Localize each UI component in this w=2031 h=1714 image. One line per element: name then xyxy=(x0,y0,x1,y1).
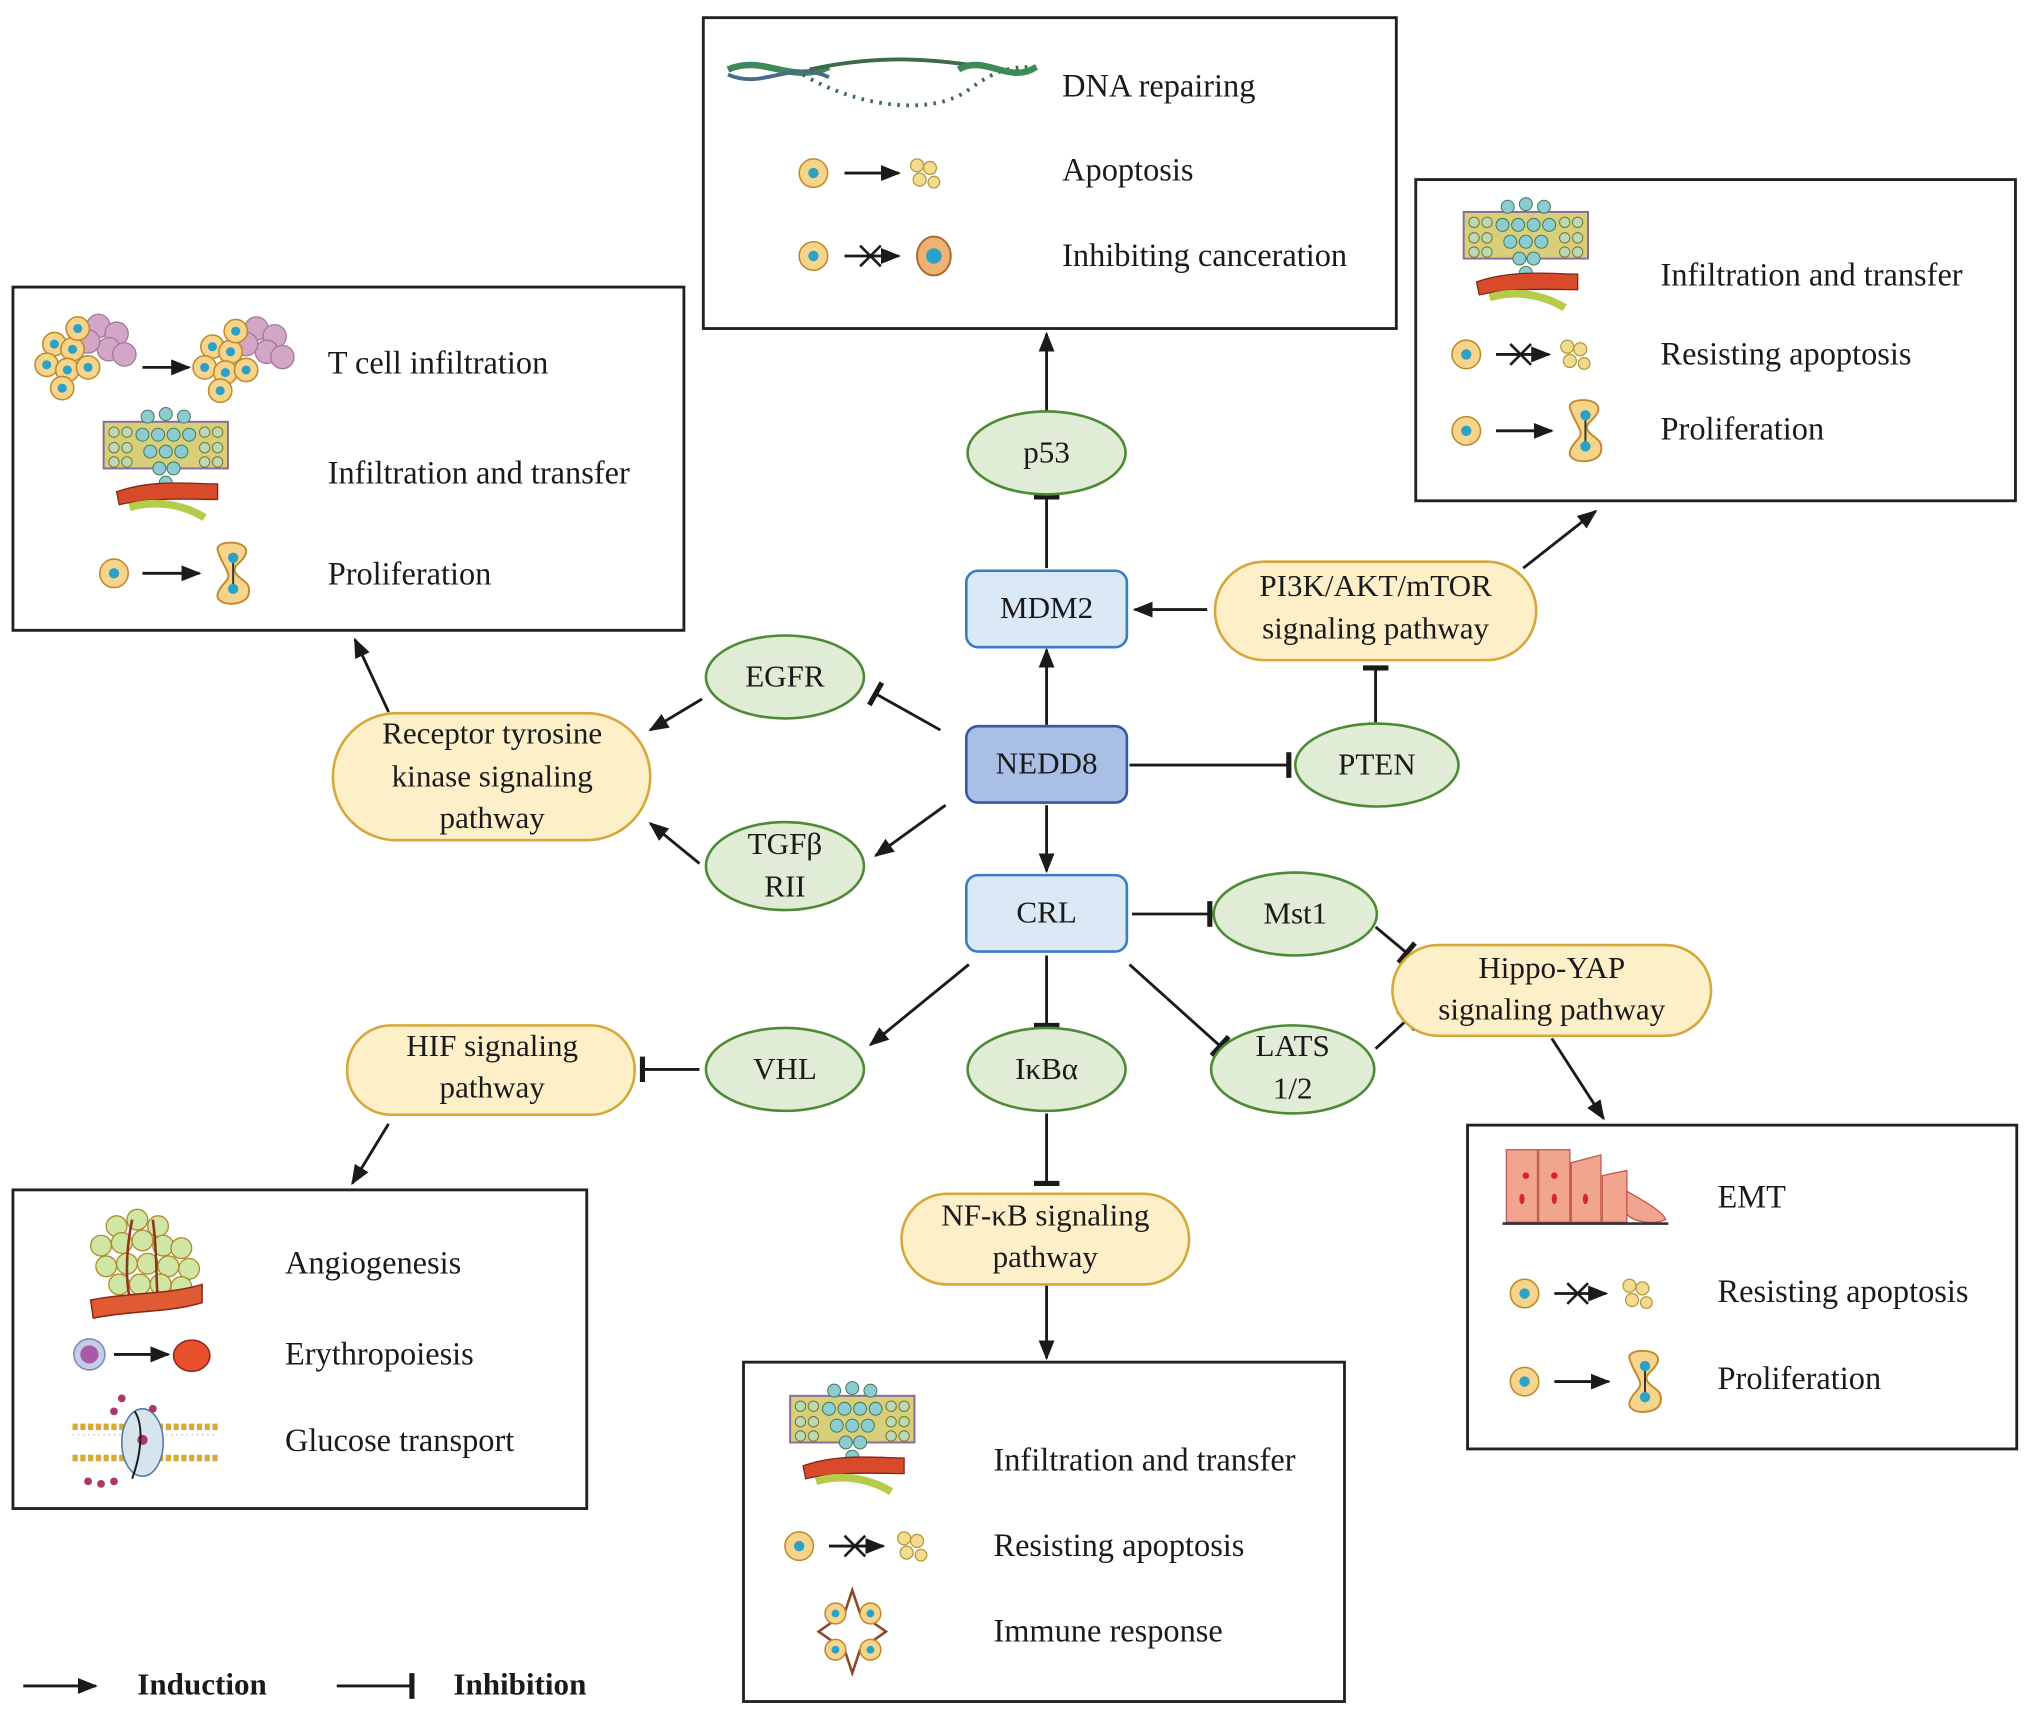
node-rtk-pathway: Receptor tyrosine kinase signaling pathw… xyxy=(331,711,652,842)
node-lats12: LATS 1/2 xyxy=(1209,1024,1376,1115)
node-mst1: Mst1 xyxy=(1212,871,1379,957)
node-hif-label-line2: pathway xyxy=(440,1069,546,1104)
edge-hif-box xyxy=(351,1123,390,1186)
node-nedd8-label: NEDD8 xyxy=(996,745,1098,780)
inhibit-canceration-icon xyxy=(798,235,952,277)
node-nfkb-label-line2: pathway xyxy=(993,1239,1099,1274)
node-crl-label: CRL xyxy=(1016,894,1076,929)
effect-label: EMT xyxy=(1718,1180,1787,1216)
node-p53: p53 xyxy=(966,410,1127,496)
effect-label: Infiltration and transfer xyxy=(328,456,630,492)
node-tgfbrii-label-line2: RII xyxy=(764,869,805,904)
edge-pi3k-box xyxy=(1522,509,1598,570)
node-egfr: EGFR xyxy=(704,634,866,720)
effect-label: Proliferation xyxy=(1661,412,1825,448)
node-mdm2: MDM2 xyxy=(964,569,1129,649)
effects-box-pi3k: Infiltration and transfer Resisting apop… xyxy=(1414,178,2017,503)
angiogenesis-icon xyxy=(89,1208,203,1320)
effect-label: T cell infiltration xyxy=(328,346,549,382)
edge-mst1-hippo xyxy=(1374,925,1417,965)
node-vhl: VHL xyxy=(704,1026,866,1113)
effect-label: Infiltration and transfer xyxy=(1661,257,1963,293)
effect-label: Immune response xyxy=(993,1614,1222,1650)
node-hif-pathway: HIF signaling pathway xyxy=(345,1024,636,1117)
node-vhl-label: VHL xyxy=(753,1051,817,1086)
node-rtk-label-line2: kinase signaling xyxy=(392,758,593,793)
edge-nedd8-tgfb xyxy=(873,804,947,857)
node-lats12-label-line1: LATS xyxy=(1256,1028,1330,1063)
erythropoiesis-icon xyxy=(73,1338,211,1373)
resist-apoptosis-icon xyxy=(1451,339,1591,370)
proliferation-icon xyxy=(1509,1349,1662,1413)
node-egfr-label: EGFR xyxy=(745,659,825,694)
node-mst1-label: Mst1 xyxy=(1263,896,1327,931)
immune-response-icon xyxy=(816,1586,889,1678)
node-tgfbrii-label-line1: TGFβ xyxy=(748,826,823,861)
effect-label: Apoptosis xyxy=(1062,153,1193,189)
edge-egfr-rtk xyxy=(648,697,703,732)
effect-label: Proliferation xyxy=(1718,1361,1882,1397)
node-nedd8: NEDD8 xyxy=(964,724,1129,804)
legend: Induction Inhibition xyxy=(23,1666,586,1701)
effect-label: Resisting apoptosis xyxy=(1718,1274,1969,1310)
effect-label: Erythropoiesis xyxy=(285,1336,474,1372)
edge-rtk-box xyxy=(353,637,390,713)
glucose-transport-icon xyxy=(72,1394,218,1488)
effects-box-hif: Angiogenesis Erythropoiesis Glucose tran… xyxy=(11,1188,589,1510)
effects-box-rtk: T cell infiltration Infiltration and tra… xyxy=(11,285,686,632)
emt-icon xyxy=(1502,1149,1669,1225)
effect-label: Inhibiting canceration xyxy=(1062,238,1347,274)
effect-label: DNA repairing xyxy=(1062,68,1255,104)
effect-label: Infiltration and transfer xyxy=(993,1443,1295,1479)
node-pi3k-label-line1: PI3K/AKT/mTOR xyxy=(1259,568,1492,603)
legend-inhibition-label: Inhibition xyxy=(453,1666,586,1701)
node-ikba-label: IκBα xyxy=(1015,1051,1078,1086)
edge-crl-vhl xyxy=(868,963,970,1047)
node-mdm2-label: MDM2 xyxy=(1000,590,1093,625)
edge-crl-lats xyxy=(1128,963,1231,1058)
node-hippo-label-line2: signaling pathway xyxy=(1438,992,1665,1027)
node-hif-label-line1: HIF signaling xyxy=(406,1028,578,1063)
edge-nedd8-egfr xyxy=(867,681,942,732)
node-pten-label: PTEN xyxy=(1338,747,1416,782)
node-pten: PTEN xyxy=(1293,722,1460,808)
node-crl: CRL xyxy=(964,873,1129,953)
connectors xyxy=(351,331,1605,1361)
node-pi3k-pathway: PI3K/AKT/mTOR signaling pathway xyxy=(1213,560,1538,662)
node-rtk-label-line3: pathway xyxy=(440,800,546,835)
node-nfkb-label-line1: NF-κB signaling xyxy=(941,1198,1149,1233)
proliferation-icon xyxy=(1451,399,1603,463)
node-nfkb-pathway: NF-κB signaling pathway xyxy=(900,1192,1191,1286)
effects-box-hippo: EMT Resisting apoptosis Proliferation xyxy=(1466,1123,2019,1451)
effect-label: Resisting apoptosis xyxy=(1661,336,1912,372)
edge-lats-hippo xyxy=(1374,1009,1418,1050)
node-hippo-label-line1: Hippo-YAP xyxy=(1478,950,1625,985)
edge-tgfb-rtk xyxy=(648,822,701,865)
dna-repair-icon xyxy=(726,57,1039,108)
effects-box-p53: DNA repairing Apoptosis Inhibiting cance… xyxy=(701,16,1398,330)
effect-label: Glucose transport xyxy=(285,1423,514,1459)
effects-box-nfkb: Infiltration and transfer Resisting apop… xyxy=(742,1360,1346,1703)
node-pi3k-label-line2: signaling pathway xyxy=(1262,611,1489,646)
proliferation-icon xyxy=(98,541,251,605)
apoptosis-icon xyxy=(798,158,941,189)
effect-label: Angiogenesis xyxy=(285,1246,461,1282)
node-tgfbrii: TGFβ RII xyxy=(704,820,866,912)
resist-apoptosis-icon xyxy=(784,1531,928,1562)
t-cell-infiltration-icon xyxy=(34,313,295,404)
node-ikba: IκBα xyxy=(966,1026,1127,1113)
edge-hippo-box xyxy=(1550,1037,1605,1121)
node-hippo-pathway: Hippo-YAP signaling pathway xyxy=(1391,943,1713,1038)
node-lats12-label-line2: 1/2 xyxy=(1273,1071,1313,1106)
effect-label: Proliferation xyxy=(328,557,492,593)
effect-label: Resisting apoptosis xyxy=(993,1528,1244,1564)
node-p53-label: p53 xyxy=(1023,435,1070,470)
legend-induction-label: Induction xyxy=(137,1666,267,1701)
resist-apoptosis-icon xyxy=(1509,1278,1653,1310)
node-rtk-label-line1: Receptor tyrosine xyxy=(382,716,602,751)
